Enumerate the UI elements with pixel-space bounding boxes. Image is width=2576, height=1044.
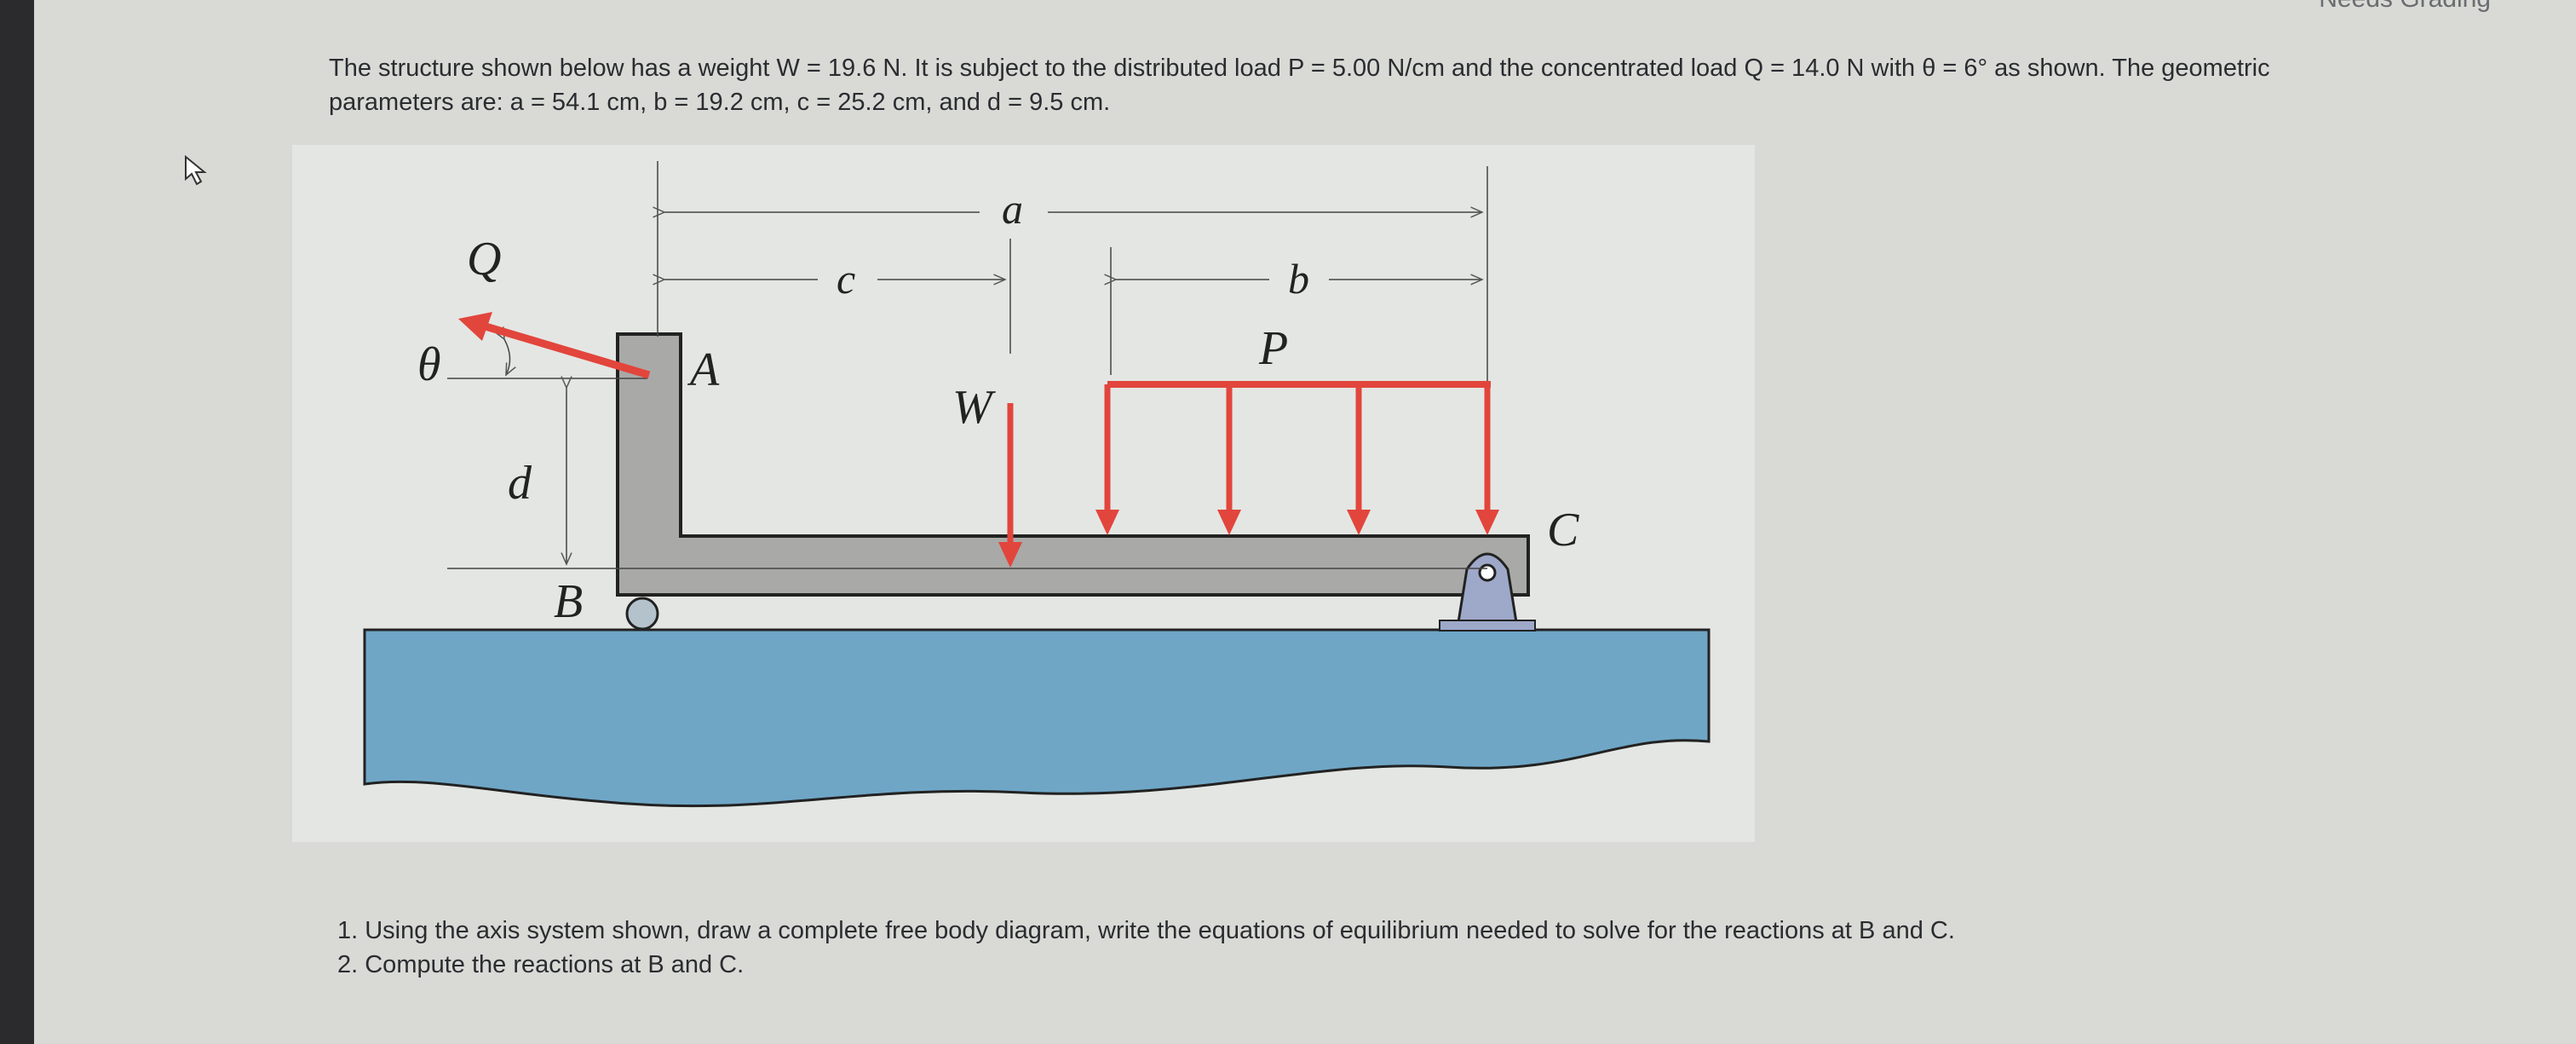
problem-line-2: parameters are: a = 54.1 cm, b = 19.2 cm… (329, 89, 1111, 116)
label-c-point: C (1547, 504, 1579, 557)
forces (458, 312, 1499, 568)
problem-line-1: The structure shown below has a weight W… (329, 55, 2270, 82)
label-p: P (1258, 322, 1288, 375)
dimension-lines (447, 161, 1488, 569)
label-q: Q (467, 233, 501, 286)
roller-support-b (625, 597, 659, 631)
label-w: W (952, 381, 996, 434)
label-theta: θ (417, 338, 441, 391)
questions-list: 1. Using the axis system shown, draw a c… (337, 914, 1955, 982)
label-d: d (508, 457, 532, 510)
mouse-cursor-icon (185, 154, 207, 186)
question-1: 1. Using the axis system shown, draw a c… (337, 917, 1955, 944)
status-label: Needs Grading (2319, 0, 2491, 14)
label-dim-b: b (1288, 255, 1309, 303)
problem-statement: The structure shown below has a weight W… (329, 51, 2458, 119)
label-dim-a: a (1002, 185, 1023, 233)
force-q-arrow (484, 322, 651, 379)
question-2: 2. Compute the reactions at B and C. (337, 951, 745, 978)
label-a-point: A (687, 343, 720, 396)
pin-support-c (1439, 552, 1536, 632)
ground (363, 628, 1711, 808)
label-dim-c: c (837, 255, 855, 303)
screen-edge (0, 0, 34, 1044)
label-b-point: B (554, 575, 583, 628)
